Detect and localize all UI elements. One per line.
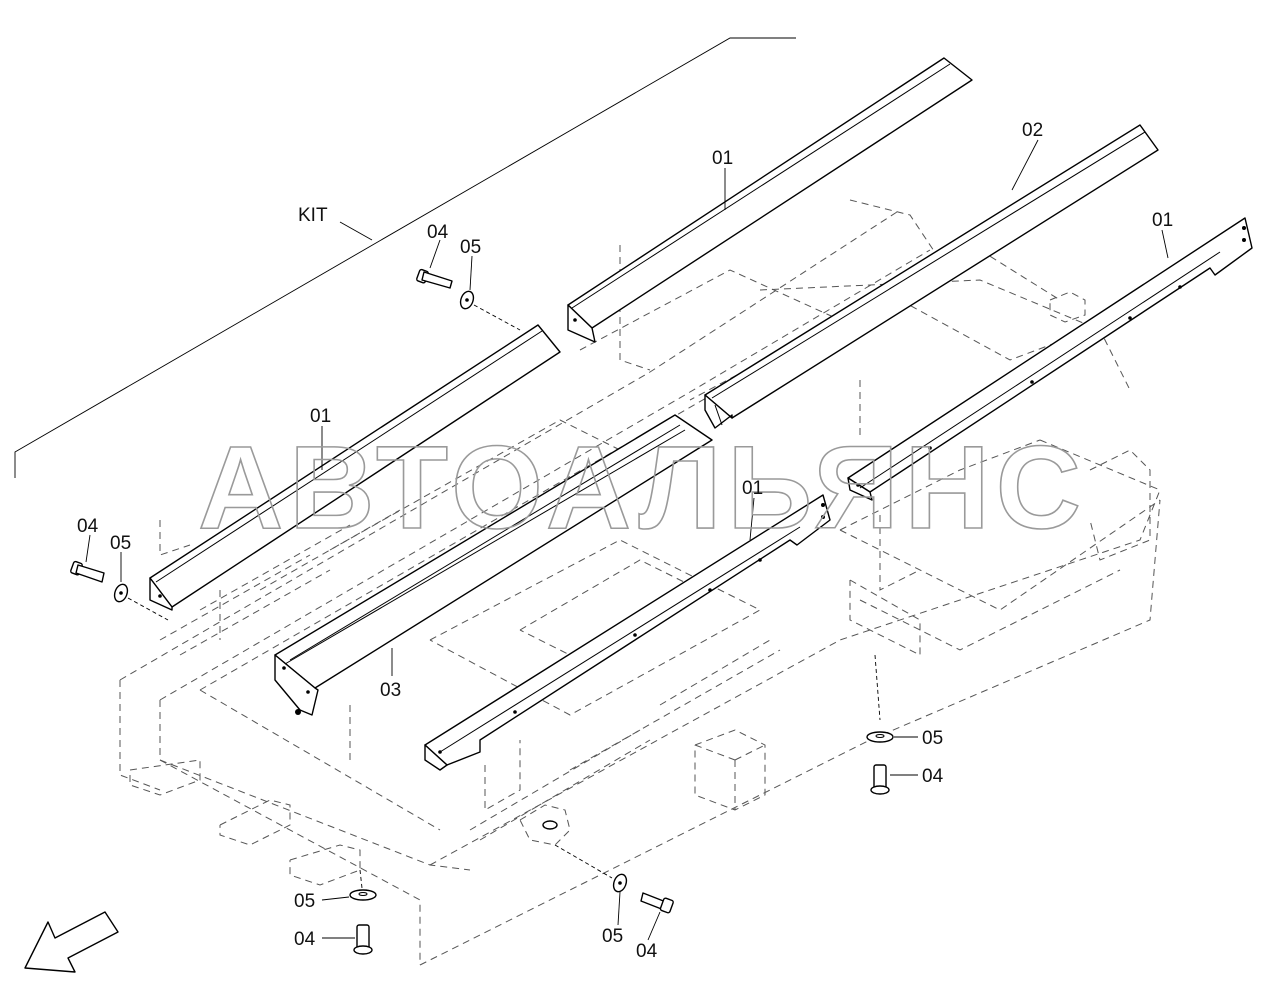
bolt-04-bottom-center xyxy=(640,892,674,914)
label-washer-05-right: 05 xyxy=(922,728,943,749)
rail-01-right-flat xyxy=(847,217,1253,501)
label-bolt-04-bottom-center: 04 xyxy=(636,941,658,962)
label-washer-05-bottom-left: 05 xyxy=(294,891,315,912)
label-rail-03: 03 xyxy=(380,680,401,701)
washer-05-bottom-left xyxy=(349,889,377,901)
rail-02-right xyxy=(704,124,1159,429)
watermark-text: АВТОАЛЬЯНС xyxy=(198,422,1087,554)
label-bolt-04-right: 04 xyxy=(922,766,944,787)
bolt-04-right xyxy=(870,654,890,795)
label-washer-05-left: 05 xyxy=(110,533,131,554)
label-rail-01-right: 01 xyxy=(1152,210,1173,231)
label-rail-01-center: 01 xyxy=(742,478,763,499)
label-washer-05-top: 05 xyxy=(460,237,481,258)
label-rail-01-left: 01 xyxy=(310,406,331,427)
kit-bracket xyxy=(14,37,796,478)
label-rail-02: 02 xyxy=(1022,120,1043,141)
bolt-04-top xyxy=(416,268,453,289)
rail-01-top-center xyxy=(567,57,973,343)
label-bolt-04-top: 04 xyxy=(427,222,449,243)
label-bolt-04-bottom-left: 04 xyxy=(294,929,316,950)
washer-05-top xyxy=(459,290,521,331)
label-kit: KIT xyxy=(298,205,328,226)
label-washer-05-bottom-center: 05 xyxy=(602,926,623,947)
direction-arrow-icon xyxy=(24,911,119,973)
label-bolt-04-left: 04 xyxy=(77,516,99,537)
bolt-04-left xyxy=(70,560,105,583)
rail-01-center-flat xyxy=(424,494,831,771)
label-rail-01-top-center: 01 xyxy=(712,148,733,169)
rail-03-center xyxy=(274,414,713,716)
leader-lines xyxy=(85,139,1169,941)
washer-05-bottom-center xyxy=(554,844,628,893)
chassis-frame-outline xyxy=(119,199,1161,966)
washer-05-left xyxy=(113,583,169,621)
hitch-bracket xyxy=(519,804,571,846)
rail-01-left xyxy=(149,324,561,611)
bolt-04-bottom-left xyxy=(353,869,373,955)
washer-05-right xyxy=(866,731,894,743)
